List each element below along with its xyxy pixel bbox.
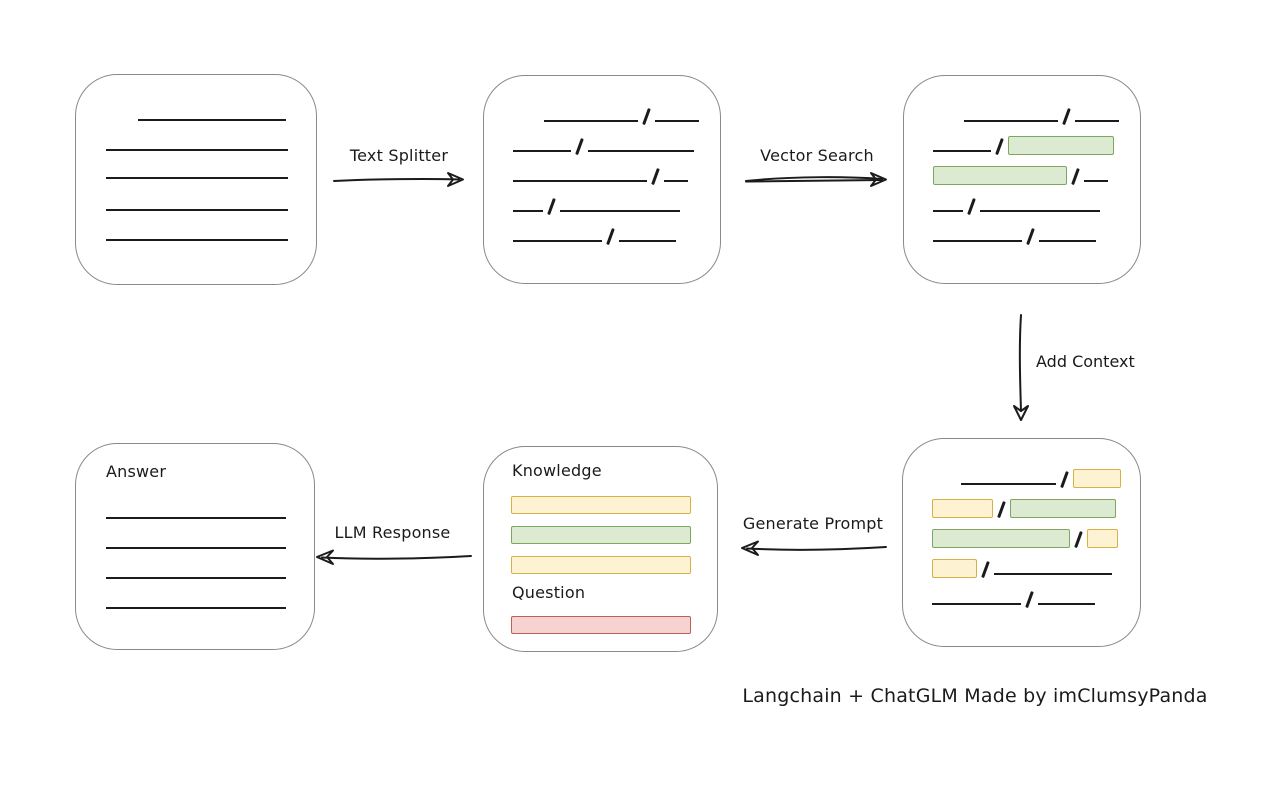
- chunk-line: [1038, 239, 1096, 242]
- text-line: [106, 209, 288, 211]
- slash-separator: [995, 138, 1004, 155]
- arrow-right-icon: [745, 172, 887, 187]
- chunk-line: [932, 602, 1021, 605]
- llm-response-arrow: LLM Response: [315, 523, 472, 567]
- prompt-bar-yellow: [511, 496, 691, 514]
- vector-search-arrow: Vector Search: [744, 146, 890, 190]
- chunk-line: [663, 179, 688, 182]
- text-line: [106, 517, 286, 519]
- slash-separator: [606, 228, 615, 245]
- text-splitter-arrow: Text Splitter: [332, 146, 466, 190]
- chunk-line: [1083, 179, 1108, 182]
- chunk-line: [933, 149, 991, 152]
- slash-separator: [1060, 471, 1069, 488]
- answer-box: Answer: [75, 443, 315, 650]
- chunk-line: [1074, 119, 1119, 122]
- chunk-row: [932, 557, 1140, 578]
- chunk-line: [993, 572, 1112, 575]
- chunk-row: [513, 134, 720, 155]
- generate-prompt-arrow: Generate Prompt: [738, 514, 888, 558]
- chunk-highlight-green: [933, 166, 1067, 185]
- question-label: Question: [512, 583, 586, 602]
- text-line: [106, 177, 288, 179]
- chunk-line: [618, 239, 676, 242]
- generate-prompt-label: Generate Prompt: [742, 514, 884, 533]
- slash-separator: [1026, 228, 1035, 245]
- chunk-line: [513, 209, 543, 212]
- chunk-line: [933, 209, 963, 212]
- slash-separator: [967, 198, 976, 215]
- slash-separator: [1025, 591, 1034, 608]
- text-line: [106, 547, 286, 549]
- matched-chunks-box: [903, 75, 1141, 284]
- chunk-highlight-yellow: [1086, 529, 1118, 548]
- arrow-left-icon: [741, 540, 887, 556]
- chunk-line: [961, 482, 1056, 485]
- slash-separator: [1062, 108, 1071, 125]
- chunk-line: [979, 209, 1100, 212]
- chunk-row: [513, 104, 720, 125]
- chunk-row: [933, 224, 1140, 245]
- chunk-line: [654, 119, 699, 122]
- chunk-row: [513, 194, 720, 215]
- chunk-row: [932, 497, 1140, 518]
- document-box: [75, 74, 317, 285]
- chunk-highlight-yellow: [1072, 469, 1121, 488]
- add-context-arrow: [1013, 314, 1029, 421]
- answer-label: Answer: [106, 462, 167, 481]
- chunk-line: [933, 239, 1022, 242]
- chunk-line: [513, 149, 571, 152]
- arrow-left-icon: [315, 549, 472, 565]
- chunk-row: [933, 134, 1140, 155]
- llm-response-label: LLM Response: [334, 523, 451, 542]
- chunk-highlight-green: [932, 529, 1070, 548]
- slash-separator: [642, 108, 651, 125]
- text-line: [106, 577, 286, 579]
- chunk-row: [513, 224, 720, 245]
- chunk-highlight-green: [1009, 499, 1116, 518]
- text-line: [106, 149, 288, 151]
- context-chunks-box: [902, 438, 1141, 647]
- text-splitter-label: Text Splitter: [349, 146, 449, 165]
- slash-separator: [575, 138, 584, 155]
- slash-separator: [997, 501, 1006, 518]
- slash-separator: [1074, 531, 1083, 548]
- slash-separator: [547, 198, 556, 215]
- prompt-bars: [484, 447, 717, 651]
- chunk-highlight-yellow: [932, 559, 977, 578]
- add-context-label: Add Context: [1036, 352, 1135, 371]
- arrow-right-icon: [333, 172, 464, 187]
- slash-separator: [651, 168, 660, 185]
- chunk-line: [513, 239, 602, 242]
- slash-separator: [1071, 168, 1080, 185]
- split-chunks-box: [483, 75, 721, 284]
- prompt-bar-green: [511, 526, 691, 544]
- text-line: [138, 119, 286, 121]
- slash-separator: [981, 561, 990, 578]
- caption: Langchain + ChatGLM Made by imClumsyPand…: [742, 685, 1208, 707]
- chunk-line: [1037, 602, 1095, 605]
- prompt-bar-red: [511, 616, 691, 634]
- chunk-row: [932, 587, 1140, 608]
- prompt-bar-yellow: [511, 556, 691, 574]
- knowledge-label: Knowledge: [512, 461, 602, 480]
- chunk-line: [587, 149, 694, 152]
- text-line: [106, 607, 286, 609]
- chunk-line: [964, 119, 1058, 122]
- text-line: [106, 239, 288, 241]
- prompt-box: Knowledge Question: [483, 446, 718, 652]
- chunk-row: [933, 164, 1140, 185]
- chunk-highlight-green: [1007, 136, 1114, 155]
- vector-search-label: Vector Search: [760, 146, 874, 165]
- chunk-row: [933, 194, 1140, 215]
- chunk-row: [513, 164, 720, 185]
- chunk-line: [544, 119, 638, 122]
- chunk-line: [559, 209, 680, 212]
- chunk-row: [932, 527, 1140, 548]
- chunk-row: [933, 104, 1140, 125]
- chunk-line: [513, 179, 647, 182]
- chunk-highlight-yellow: [932, 499, 993, 518]
- chunk-row: [932, 467, 1140, 488]
